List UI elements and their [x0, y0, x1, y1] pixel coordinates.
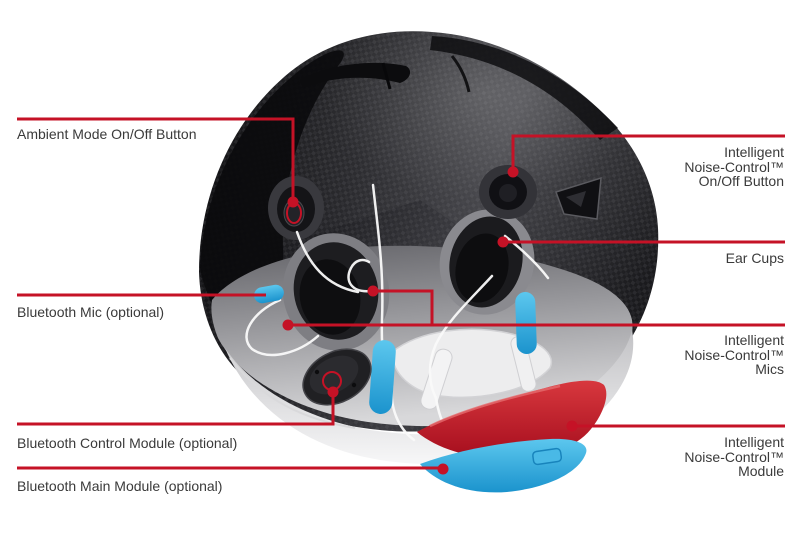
ambient-mode-button: [268, 176, 324, 240]
label-bluetooth-control-module: Bluetooth Control Module (optional): [17, 435, 238, 451]
bluetooth-mic-part: [254, 284, 284, 304]
ear-cup-right-inner: [455, 233, 509, 303]
label-ear-cups: Ear Cups: [725, 250, 784, 266]
top-vent: [300, 62, 411, 88]
inc-module-highlight: [429, 384, 561, 428]
label-inc-module: Intelligent Noise-Control™ Module: [684, 434, 784, 480]
callout-dots: [282, 166, 578, 475]
top-vent-slit: [381, 62, 392, 90]
callout-inc-on-off-button: [511, 134, 785, 170]
dot-ear-cups: [497, 236, 509, 248]
dot-inc-mics-branch: [367, 285, 379, 297]
dot-inc-mics-main: [282, 319, 294, 331]
label-inc-mics: Intelligent Noise-Control™ Mics: [684, 332, 784, 378]
dot-bluetooth-control-module: [327, 386, 339, 398]
inc-on-off-button-part: [479, 165, 537, 219]
dot-bluetooth-main-module: [437, 463, 449, 475]
ear-cup-left-inner: [299, 259, 361, 335]
dot-ambient-mode-button: [287, 196, 299, 208]
callout-inc-mics: [288, 289, 785, 327]
label-bluetooth-main-module: Bluetooth Main Module (optional): [17, 478, 223, 494]
callouts: [17, 117, 785, 475]
chin-rim-line: [229, 357, 356, 429]
label-ambient-mode-button: Ambient Mode On/Off Button: [17, 126, 197, 142]
bluetooth-main-module-part: [420, 438, 587, 493]
strap-left: [420, 348, 453, 410]
helmet-illustration: [199, 31, 659, 493]
dot-inc-on-off-button: [507, 166, 519, 178]
dot-inc-module: [566, 420, 578, 432]
helmet-shell-sheen: [199, 31, 659, 341]
inc-mic-center: [369, 340, 396, 414]
inc-mic-right: [515, 292, 537, 354]
label-bluetooth-mic: Bluetooth Mic (optional): [17, 304, 165, 320]
bluetooth-control-module-part: [302, 348, 372, 406]
side-vent-inner: [566, 191, 586, 207]
rear-spoiler: [430, 36, 618, 140]
crown-seam: [450, 55, 471, 93]
label-inc-on-off-button: Intelligent Noise-Control™ On/Off Button: [684, 144, 784, 190]
